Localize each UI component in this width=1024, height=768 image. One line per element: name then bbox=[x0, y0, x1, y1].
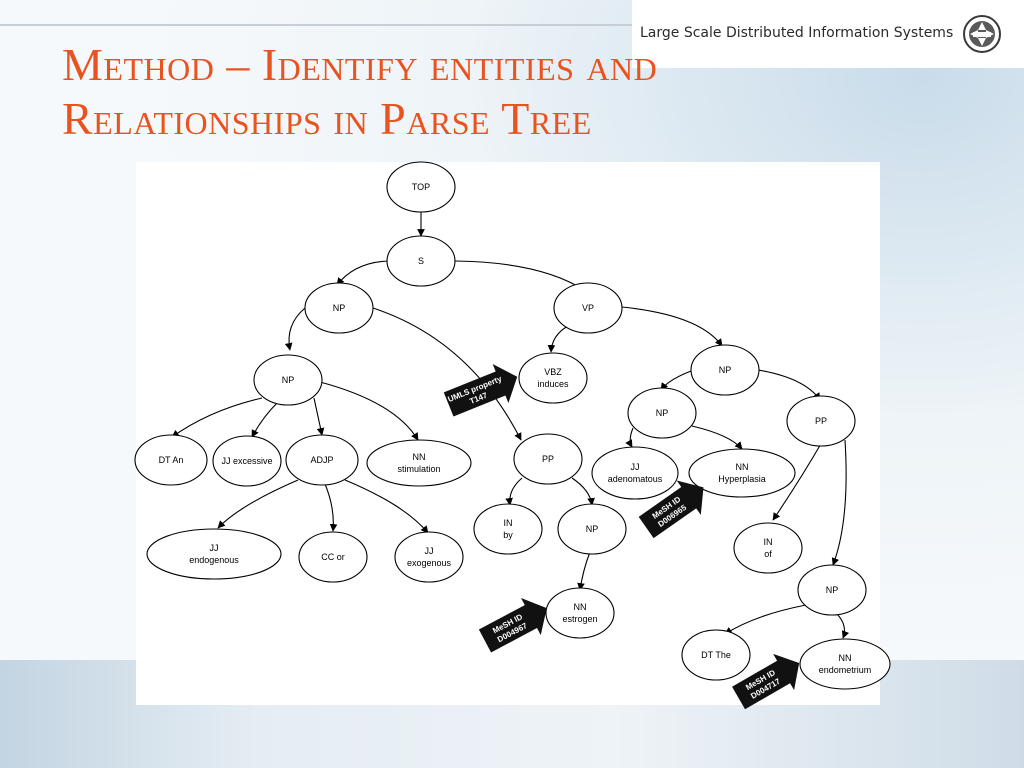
node-label: VBZ bbox=[544, 367, 562, 377]
node-jj-adenomatous: JJ adenomatous bbox=[591, 446, 679, 500]
node-top: TOP bbox=[386, 161, 456, 213]
node-label: NP bbox=[586, 524, 599, 534]
node-label: stimulation bbox=[397, 464, 440, 474]
edge bbox=[724, 604, 807, 635]
lsdis-logo-icon bbox=[963, 15, 1001, 53]
node-label: IN bbox=[504, 518, 513, 528]
edge bbox=[171, 397, 263, 438]
edge bbox=[660, 370, 692, 391]
node-adjp: ADJP bbox=[285, 434, 359, 486]
edge bbox=[547, 325, 569, 353]
node-label: JJ bbox=[631, 462, 640, 472]
edge bbox=[284, 307, 306, 351]
slide-title-line2: Relationships in Parse Tree bbox=[62, 93, 592, 144]
banner-text: Large Scale Distributed Information Syst… bbox=[640, 25, 954, 41]
node-pp: PP bbox=[786, 395, 856, 447]
edge bbox=[772, 441, 823, 521]
node-label: NN bbox=[736, 462, 749, 472]
node-label: NN bbox=[413, 452, 426, 462]
edge bbox=[454, 260, 585, 291]
node-dt-an: DT An bbox=[134, 434, 208, 486]
node-label: endometrium bbox=[819, 665, 872, 675]
node-vbz-induces: VBZ induces bbox=[518, 352, 588, 404]
node-label: by bbox=[503, 530, 513, 540]
node-label: exogenous bbox=[407, 558, 452, 568]
node-label: of bbox=[764, 549, 772, 559]
node-vp: VP bbox=[553, 282, 623, 334]
node-np: NP bbox=[797, 564, 867, 616]
node-label: JJ bbox=[210, 543, 219, 553]
edge bbox=[324, 483, 338, 532]
edge bbox=[571, 477, 595, 506]
node-np: NP bbox=[627, 387, 697, 439]
node-label: endogenous bbox=[189, 555, 239, 565]
node-jj-endogenous: JJ endogenous bbox=[146, 528, 282, 580]
node-label: DT The bbox=[701, 650, 731, 660]
node-nn-stimulation: NN stimulation bbox=[366, 439, 472, 487]
node-label: induces bbox=[537, 379, 569, 389]
slide-title-line1: Method – Identify entities and bbox=[62, 39, 658, 90]
node-label: estrogen bbox=[562, 614, 597, 624]
edge bbox=[621, 306, 723, 347]
edge bbox=[625, 427, 634, 448]
node-label: S bbox=[418, 256, 424, 266]
node-jj-exogenous: JJ exogenous bbox=[394, 531, 464, 583]
node-label: CC or bbox=[321, 552, 345, 562]
node-np: NP bbox=[253, 354, 323, 406]
node-label: adenomatous bbox=[608, 474, 663, 484]
edge bbox=[313, 397, 325, 436]
node-in-by: IN by bbox=[473, 503, 543, 555]
node-label: JJ excessive bbox=[221, 456, 272, 466]
edge bbox=[372, 307, 522, 441]
node-nn-hyperplasia: NN Hyperplasia bbox=[688, 448, 796, 498]
node-label: NP bbox=[826, 585, 839, 595]
node-label: NP bbox=[656, 408, 669, 418]
node-label: Hyperplasia bbox=[718, 474, 766, 484]
edge bbox=[251, 401, 279, 438]
node-label: JJ bbox=[425, 546, 434, 556]
node-label: PP bbox=[542, 454, 554, 464]
node-label: TOP bbox=[412, 182, 430, 192]
node-label: NP bbox=[333, 303, 346, 313]
node-label: NN bbox=[574, 602, 587, 612]
edge bbox=[217, 479, 299, 529]
edge bbox=[319, 381, 419, 441]
node-label: NN bbox=[839, 653, 852, 663]
node-dt-the: DT The bbox=[681, 629, 751, 681]
edge bbox=[505, 477, 523, 506]
node-label: ADJP bbox=[310, 455, 333, 465]
node-cc-or: CC or bbox=[298, 531, 368, 583]
node-label: NP bbox=[282, 375, 295, 385]
node-label: IN bbox=[764, 537, 773, 547]
node-np: NP bbox=[304, 282, 374, 334]
node-label: VP bbox=[582, 303, 594, 313]
tree-edges bbox=[171, 212, 850, 639]
node-nn-estrogen: NN estrogen bbox=[545, 587, 615, 639]
node-label: PP bbox=[815, 416, 827, 426]
edge bbox=[757, 369, 821, 401]
node-in-of: IN of bbox=[733, 522, 803, 574]
node-np: NP bbox=[557, 503, 627, 555]
edge bbox=[344, 479, 429, 534]
edge bbox=[691, 425, 743, 450]
header-banner bbox=[632, 0, 1024, 68]
node-label: DT An bbox=[159, 455, 184, 465]
tree-nodes: TOP S NP VP NP DT An JJ excessive ADJP N… bbox=[134, 161, 891, 690]
header-rule bbox=[0, 24, 1024, 26]
node-np: NP bbox=[690, 344, 760, 396]
edge bbox=[831, 439, 847, 566]
edge bbox=[835, 612, 850, 639]
edge bbox=[577, 551, 591, 591]
node-s: S bbox=[386, 235, 456, 287]
node-nn-endometrium: NN endometrium bbox=[799, 638, 891, 690]
slide-title: Method – Identify entities and Relations… bbox=[62, 38, 942, 146]
edge bbox=[336, 260, 390, 286]
node-label: NP bbox=[719, 365, 732, 375]
node-jj-excessive: JJ excessive bbox=[212, 435, 282, 487]
node-pp: PP bbox=[513, 433, 583, 485]
